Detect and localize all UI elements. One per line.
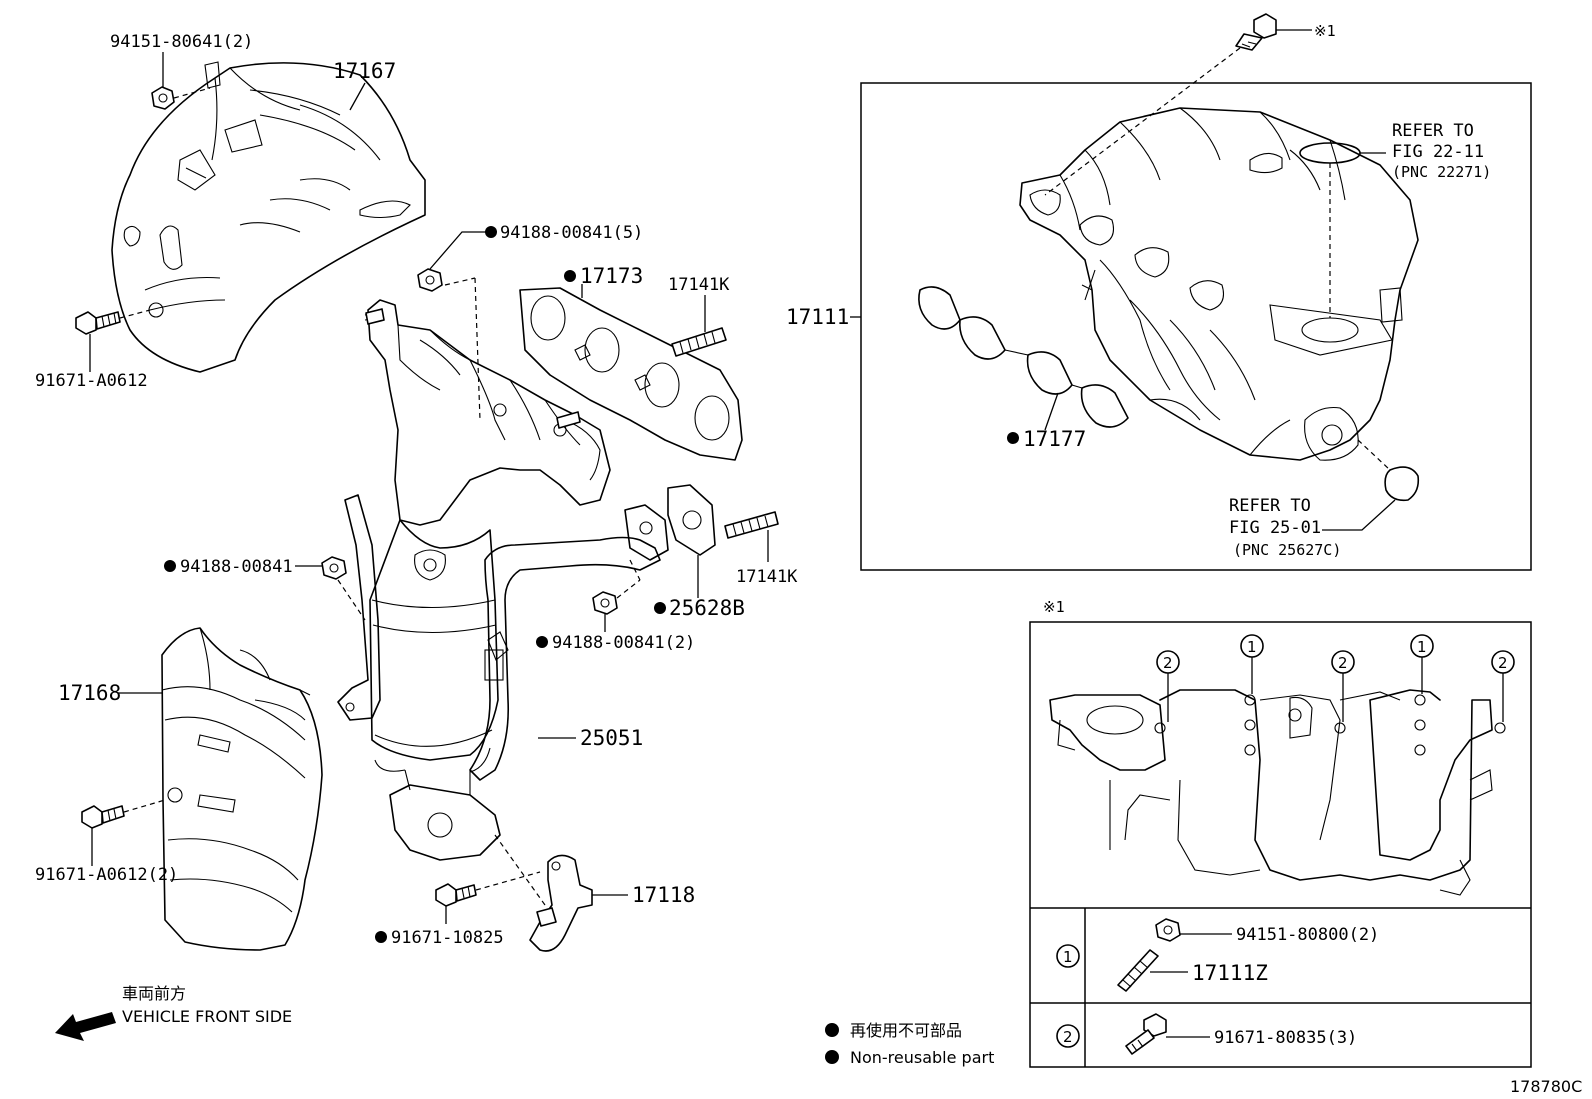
gasket-25627C bbox=[1384, 466, 1420, 502]
gasket-17173 bbox=[519, 287, 743, 461]
gasket-25628B bbox=[667, 484, 716, 556]
svg-text:1: 1 bbox=[1417, 638, 1427, 656]
legend-jp: 再使用不可部品 bbox=[850, 1021, 962, 1040]
refer1-line1: REFER TO bbox=[1392, 121, 1474, 141]
stud-17141K-top bbox=[671, 327, 727, 357]
detail-box bbox=[1029, 621, 1532, 1068]
bolt-91671-10825 bbox=[435, 883, 477, 907]
heat-insulator-17167 bbox=[111, 61, 426, 373]
label-17173: 17173 bbox=[580, 264, 643, 288]
front-arrow-icon bbox=[55, 1012, 116, 1041]
intake-manifold-17111 bbox=[1019, 107, 1419, 461]
intake-manifold-box bbox=[860, 82, 1532, 571]
svg-text:1: 1 bbox=[1247, 638, 1257, 656]
label-25051: 25051 bbox=[580, 726, 643, 750]
label-94188-00841: 94188-00841 bbox=[180, 557, 293, 577]
refer2-line1: REFER TO bbox=[1229, 496, 1311, 516]
label-17167: 17167 bbox=[333, 59, 396, 83]
label-17118: 17118 bbox=[632, 883, 695, 907]
label-94188-00841-5: 94188-00841(5) bbox=[500, 223, 643, 243]
nut-94188-00841-2 bbox=[592, 591, 618, 615]
label-94188-00841-2: 94188-00841(2) bbox=[552, 633, 695, 653]
front-label-en: VEHICLE FRONT SIDE bbox=[122, 1007, 292, 1026]
nut-94151-80641 bbox=[151, 86, 175, 110]
label-17111: 17111 bbox=[786, 305, 849, 329]
label-17141K-mid: 17141K bbox=[736, 567, 798, 587]
legend-en: Non-reusable part bbox=[850, 1048, 994, 1067]
label-note-1-box: ※1 bbox=[1043, 598, 1065, 616]
heat-insulator-17168 bbox=[161, 627, 323, 951]
svg-text:2: 2 bbox=[1498, 654, 1508, 672]
svg-text:1: 1 bbox=[1063, 948, 1073, 966]
detail-row-2: 2 91671-80835(3) bbox=[1056, 1013, 1357, 1055]
marker-2-a: 2 bbox=[1156, 650, 1180, 722]
label-25628B: 25628B bbox=[669, 596, 745, 620]
bolt-91671-A0612 bbox=[75, 311, 121, 335]
marker-2-b: 2 bbox=[1331, 650, 1355, 722]
refer1-line2: FIG 22-11 bbox=[1392, 142, 1484, 162]
bolt-note-1 bbox=[1235, 13, 1277, 51]
label-17141K-top: 17141K bbox=[668, 275, 730, 295]
marker-2-c: 2 bbox=[1491, 650, 1515, 722]
label-note-1-top: ※1 bbox=[1314, 22, 1336, 40]
front-label-jp: 車両前方 bbox=[122, 984, 186, 1003]
legend: 再使用不可部品 Non-reusable part bbox=[825, 1021, 994, 1067]
exhaust-manifold-converter-25051 bbox=[337, 299, 669, 861]
svg-text:2: 2 bbox=[1163, 654, 1173, 672]
refer1-line3: (PNC 22271) bbox=[1392, 163, 1491, 181]
bracket-17118 bbox=[529, 854, 593, 952]
label-91671-80835-3: 91671-80835(3) bbox=[1214, 1028, 1357, 1048]
marker-1-a: 1 bbox=[1240, 634, 1264, 694]
label-94151-80800-2: 94151-80800(2) bbox=[1236, 925, 1379, 945]
label-91671-10825: 91671-10825 bbox=[391, 928, 504, 948]
o-ring-22271 bbox=[1299, 142, 1361, 164]
bolt-91671-A0612-2 bbox=[81, 805, 125, 829]
gasket-17177 bbox=[918, 286, 1129, 428]
intake-manifold-top-view bbox=[1049, 689, 1506, 896]
label-17177: 17177 bbox=[1023, 427, 1086, 451]
svg-text:2: 2 bbox=[1338, 654, 1348, 672]
label-91671-A0612-2: 91671-A0612(2) bbox=[35, 865, 178, 885]
refer2-line2: FIG 25-01 bbox=[1229, 518, 1321, 538]
stud-17141K-mid bbox=[724, 511, 779, 539]
label-17168: 17168 bbox=[58, 681, 121, 705]
label-94151-80641: 94151-80641(2) bbox=[110, 32, 253, 52]
label-17111Z: 17111Z bbox=[1192, 961, 1268, 985]
nut-94188-00841-5 bbox=[417, 268, 443, 292]
nut-94188-00841 bbox=[321, 556, 347, 580]
refer2-line3: (PNC 25627C) bbox=[1233, 541, 1341, 559]
vehicle-front-indicator: 車両前方 VEHICLE FRONT SIDE bbox=[55, 984, 292, 1041]
svg-text:2: 2 bbox=[1063, 1028, 1073, 1046]
marker-1-b: 1 bbox=[1410, 634, 1434, 694]
label-91671-A0612: 91671-A0612 bbox=[35, 371, 148, 391]
figure-id: 178780C bbox=[1510, 1077, 1582, 1096]
detail-row-1: 1 94151-80800(2) 17111Z bbox=[1056, 918, 1379, 992]
